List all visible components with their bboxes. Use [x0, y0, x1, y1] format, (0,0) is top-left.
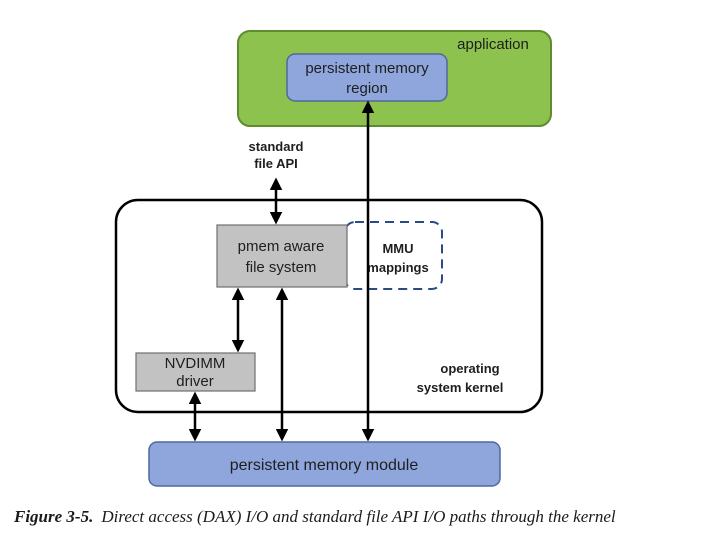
nvdimm-label-line1: NVDIMM: [165, 355, 226, 372]
standard-file-api-label-line2: file API: [254, 156, 298, 171]
figure-number: Figure 3-5.: [14, 507, 94, 526]
pm-region-label-line2: region: [346, 80, 388, 97]
figure-caption: Figure 3-5. Direct access (DAX) I/O and s…: [14, 506, 694, 527]
pmem-fs-box: [216, 224, 348, 288]
pmem-fs-label-line2: file system: [246, 259, 317, 276]
kernel-label-line2: system kernel: [417, 380, 504, 395]
application-label: application: [457, 36, 529, 53]
nvdimm-driver-box: [135, 352, 256, 392]
mmu-label-line1: MMU: [382, 241, 413, 256]
pm-module-label: persistent memory module: [230, 457, 419, 474]
nvdimm-label-line2: driver: [176, 373, 214, 390]
figure-caption-text: Direct access (DAX) I/O and standard fil…: [101, 507, 616, 526]
kernel-label-line1: operating: [440, 361, 499, 376]
mmu-label-line2: mappings: [367, 260, 428, 275]
pm-module-box: [148, 441, 501, 487]
pmem-fs-label-line1: pmem aware: [238, 238, 325, 255]
dax-io-diagram: application persistent memory region sta…: [114, 30, 552, 487]
standard-file-api-label-line1: standard: [249, 139, 304, 154]
pm-region-label-line1: persistent memory: [305, 60, 429, 77]
